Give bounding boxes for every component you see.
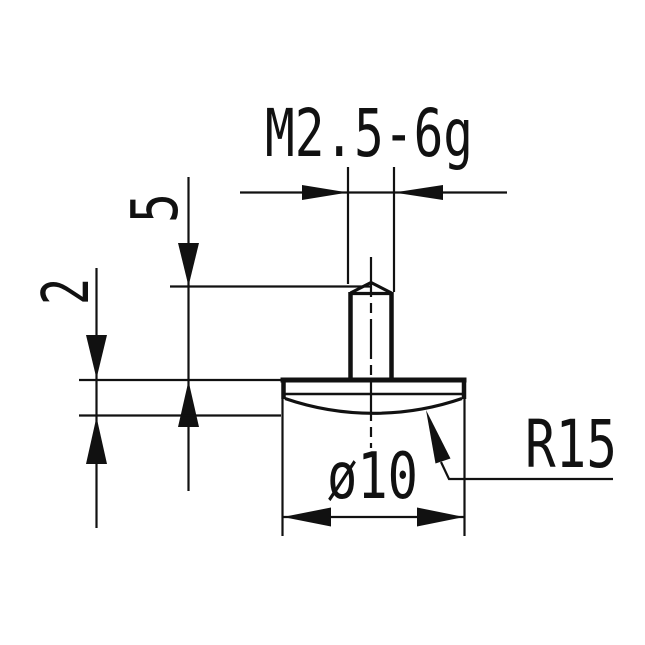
curved-contact-face-arc <box>284 396 463 415</box>
diameter-arrow-right-icon <box>417 507 464 527</box>
thread-spec-label: M2.5-6g <box>265 95 473 172</box>
stem-length-arrow-down-icon <box>178 243 199 286</box>
face-radius-label: R15 <box>525 406 617 483</box>
diameter-arrow-left-icon <box>283 507 331 527</box>
thread-arrow-left-icon <box>302 185 348 200</box>
thread-arrow-right-icon <box>394 185 443 200</box>
thickness-arrow-down-icon <box>86 335 107 379</box>
diameter-label: ø10 <box>327 440 418 514</box>
disc-thickness-label: 2 <box>30 278 104 305</box>
dim-disc-thickness: 2 <box>30 268 282 528</box>
stem-length-label: 5 <box>119 193 193 223</box>
dim-stem-length: 5 <box>119 177 370 491</box>
radius-leader-arrow-icon <box>426 410 451 464</box>
stem-length-arrow-up-icon <box>178 381 199 427</box>
part-outline <box>280 280 467 415</box>
thickness-arrow-up-icon <box>86 417 107 464</box>
dim-thread: M2.5-6g <box>240 95 507 292</box>
dim-face-radius: R15 <box>426 406 617 483</box>
radius-leader-line <box>440 461 613 481</box>
dim-disc-diameter: ø10 <box>281 399 466 536</box>
